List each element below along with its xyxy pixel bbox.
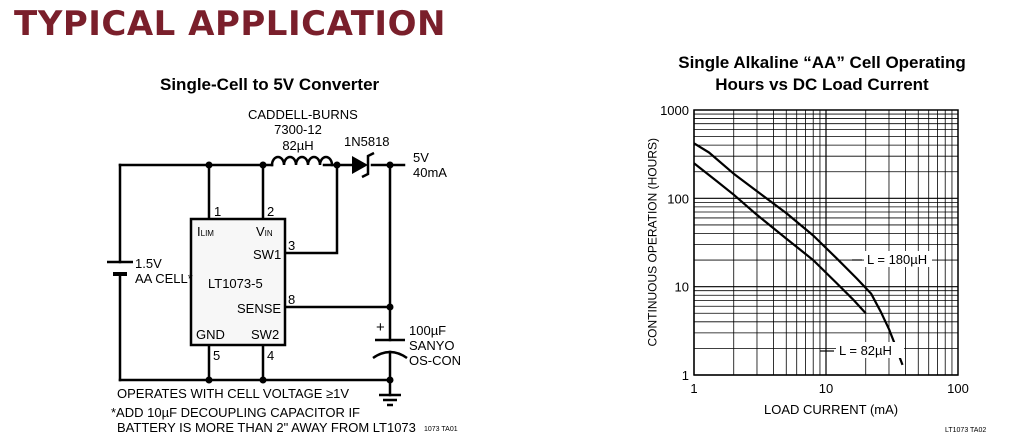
diode-bar xyxy=(361,151,375,179)
series-line xyxy=(693,142,904,366)
schematic-figure-id: 1073 TA01 xyxy=(424,426,458,433)
plot-area-border xyxy=(693,109,959,376)
junction-dot xyxy=(386,303,394,311)
capacitor-value-label: 100µF xyxy=(409,323,447,338)
junction-dot xyxy=(259,376,267,384)
capacitor-polarity-label: + xyxy=(376,319,385,336)
diode-triangle xyxy=(352,156,368,174)
junction-dot xyxy=(333,161,341,169)
y-tick-label: 10 xyxy=(675,280,689,295)
pin-number-sense: 8 xyxy=(288,292,296,307)
series-label-background xyxy=(836,342,904,358)
output-current-label: 40mA xyxy=(413,165,447,180)
battery-voltage-label: 1.5V xyxy=(135,256,162,271)
chart-figure-id: LT1073 TA02 xyxy=(945,427,987,434)
capacitor-type-label: OS-CON xyxy=(409,353,461,368)
chart-title-line2: Hours vs DC Load Current xyxy=(715,75,929,94)
series-label-background xyxy=(864,251,932,267)
junction-dot xyxy=(205,161,213,169)
junction-dot xyxy=(386,376,394,384)
note-operating-voltage: OPERATES WITH CELL VOLTAGE ≥1V xyxy=(117,386,350,401)
series-label: L = 180µH xyxy=(867,252,927,267)
x-tick-label: 100 xyxy=(947,381,969,396)
pin-label-ilim: ILIM xyxy=(197,224,214,239)
wire-sw1 xyxy=(283,163,339,255)
y-tick-label: 1 xyxy=(682,368,689,383)
capacitor-maker-label: SANYO xyxy=(409,338,455,353)
chart-y-axis-label: CONTINUOUS OPERATION (HOURS) xyxy=(645,138,660,347)
y-tick-label: 100 xyxy=(667,191,689,206)
note-decoupling-line2: BATTERY IS MORE THAN 2" AWAY FROM LT1073 xyxy=(117,420,416,435)
series-label: L = 82µH xyxy=(839,343,892,358)
inductor-value-label: 82µH xyxy=(282,138,314,153)
diode-label: 1N5818 xyxy=(344,134,390,149)
schematic-title: Single-Cell to 5V Converter xyxy=(160,75,380,94)
chart-title-line1: Single Alkaline “AA” Cell Operating xyxy=(678,53,966,72)
pin-number-vin: 2 xyxy=(267,204,275,219)
capacitor-plate-bottom xyxy=(372,350,408,360)
junction-dot xyxy=(205,376,213,384)
pin-label-sw1: SW1 xyxy=(253,247,282,262)
battery-type-label: AA CELL* xyxy=(135,271,193,286)
note-decoupling-line1: *ADD 10µF DECOUPLING CAPACITOR IF xyxy=(111,405,360,420)
series-line xyxy=(693,162,867,315)
pin-number-ilim: 1 xyxy=(214,204,222,219)
x-tick-label: 10 xyxy=(819,381,833,396)
inductor-maker-label: CADDELL-BURNS xyxy=(248,107,358,122)
pin-label-sense: SENSE xyxy=(237,301,282,316)
pin-number-gnd: 5 xyxy=(213,348,221,363)
inductor-coil xyxy=(270,155,334,167)
inductor-part-label: 7300-12 xyxy=(274,122,322,137)
chart-x-axis-label: LOAD CURRENT (mA) xyxy=(764,402,899,417)
pin-label-vin: VIN xyxy=(256,224,273,239)
output-voltage-label: 5V xyxy=(413,150,429,165)
pin-label-sw2: SW2 xyxy=(251,327,280,342)
page-heading: TYPICAL APPLICATION xyxy=(14,4,446,44)
pin-number-sw1: 3 xyxy=(288,238,296,253)
junction-dot xyxy=(386,161,394,169)
pin-number-sw2: 4 xyxy=(267,348,275,363)
pin-label-gnd: GND xyxy=(196,327,225,342)
x-tick-label: 1 xyxy=(690,381,697,396)
ic-box xyxy=(189,217,287,347)
ic-name-label: LT1073-5 xyxy=(208,276,263,291)
y-tick-label: 1000 xyxy=(660,103,689,118)
junction-dot xyxy=(259,161,267,169)
